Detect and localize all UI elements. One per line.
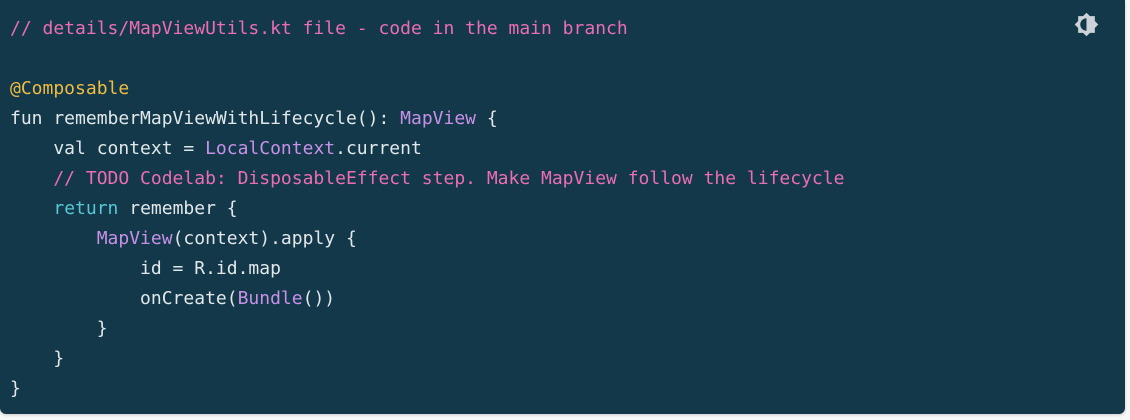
theme-toggle-button[interactable]	[1073, 11, 1099, 37]
code-token-plain: }	[10, 348, 65, 369]
code-token-plain: {	[476, 108, 498, 129]
code-token-type: LocalContext	[205, 138, 336, 159]
code-token-plain: remember {	[118, 198, 238, 219]
code-line: }	[10, 314, 1085, 344]
code-line: fun rememberMapViewWithLifecycle(): MapV…	[10, 104, 1085, 134]
code-token-type: MapView	[400, 108, 476, 129]
code-token-plain: (context).apply {	[172, 228, 357, 249]
code-line: val context = LocalContext.current	[10, 134, 1085, 164]
code-line: }	[10, 374, 1085, 404]
code-content: // details/MapViewUtils.kt file - code i…	[10, 14, 1085, 404]
code-line: return remember {	[10, 194, 1085, 224]
code-token-plain	[10, 198, 53, 219]
code-token-type: Bundle	[237, 288, 303, 309]
code-token-comment: // TODO Codelab: DisposableEffect step. …	[10, 168, 845, 189]
code-token-keyword: return	[53, 198, 119, 219]
code-token-plain: val context =	[10, 138, 206, 159]
code-line: @Composable	[10, 74, 1085, 104]
code-token-type: MapView	[96, 228, 173, 249]
code-token-plain: id = R.id.map	[10, 258, 281, 279]
code-line: }	[10, 344, 1085, 374]
code-token-plain: fun rememberMapViewWithLifecycle():	[10, 108, 401, 129]
code-token-plain: ())	[302, 288, 336, 309]
code-token-annotation: @Composable	[10, 78, 130, 99]
code-token-plain: }	[10, 318, 108, 339]
code-token-plain: }	[10, 378, 21, 399]
code-line: // TODO Codelab: DisposableEffect step. …	[10, 164, 1085, 194]
code-line: // details/MapViewUtils.kt file - code i…	[10, 14, 1085, 44]
code-line: MapView(context).apply {	[10, 224, 1085, 254]
brightness-medium-icon	[1074, 12, 1098, 36]
code-token-plain	[10, 228, 97, 249]
code-token-plain: .current	[335, 138, 422, 159]
code-line: onCreate(Bundle())	[10, 284, 1085, 314]
code-line: id = R.id.map	[10, 254, 1085, 284]
code-token-plain: onCreate(	[10, 288, 238, 309]
code-token-comment: // details/MapViewUtils.kt file - code i…	[10, 18, 628, 39]
code-line	[10, 44, 1085, 74]
